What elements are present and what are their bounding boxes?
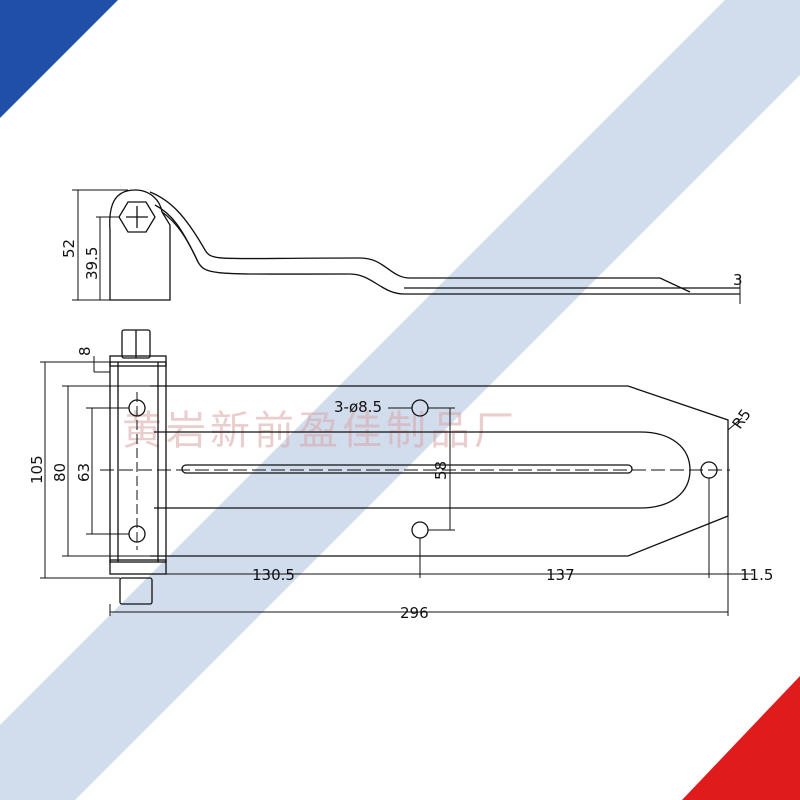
- plan-dim-hole-spacing: 63: [75, 463, 93, 482]
- plan-hole-lower: [411, 521, 429, 539]
- plan-dim-radius: R5: [729, 406, 755, 433]
- plan-dim-slot-hole-spacing: 58: [432, 461, 450, 480]
- plan-dim-overall-width: 105: [28, 455, 46, 484]
- plan-view: [40, 329, 753, 616]
- watermark-text: 黄岩新前盈佳制品厂: [122, 408, 518, 454]
- plan-dim-first-hole: 130.5: [252, 566, 295, 584]
- side-knuckle: [109, 189, 171, 301]
- side-strap-upper: [149, 191, 691, 293]
- side-strap-lower: [154, 204, 740, 295]
- side-view: [72, 189, 741, 304]
- plan-bolt-head-bottom: [119, 577, 153, 605]
- plan-strap-plate: [150, 385, 729, 557]
- plan-dim-total-length: 296: [400, 604, 429, 622]
- plan-center-slot: [181, 464, 633, 474]
- plan-dim-end-offset: 11.5: [740, 566, 773, 584]
- plan-knuckle: [109, 361, 167, 563]
- top-left-corner-triangle: [0, 0, 118, 118]
- plan-dim-bolt-offset: 8: [76, 346, 94, 356]
- side-dim-thickness: 3: [733, 271, 743, 289]
- plan-dim-plate-width: 80: [51, 463, 69, 482]
- side-dim-pivot-height: 39.5: [83, 247, 101, 280]
- plan-dim-second-hole: 137: [546, 566, 575, 584]
- bottom-right-corner-triangle: [682, 676, 800, 800]
- plan-hole-note: 3-ø8.5: [334, 398, 382, 416]
- side-dim-overall-height: 52: [60, 239, 78, 258]
